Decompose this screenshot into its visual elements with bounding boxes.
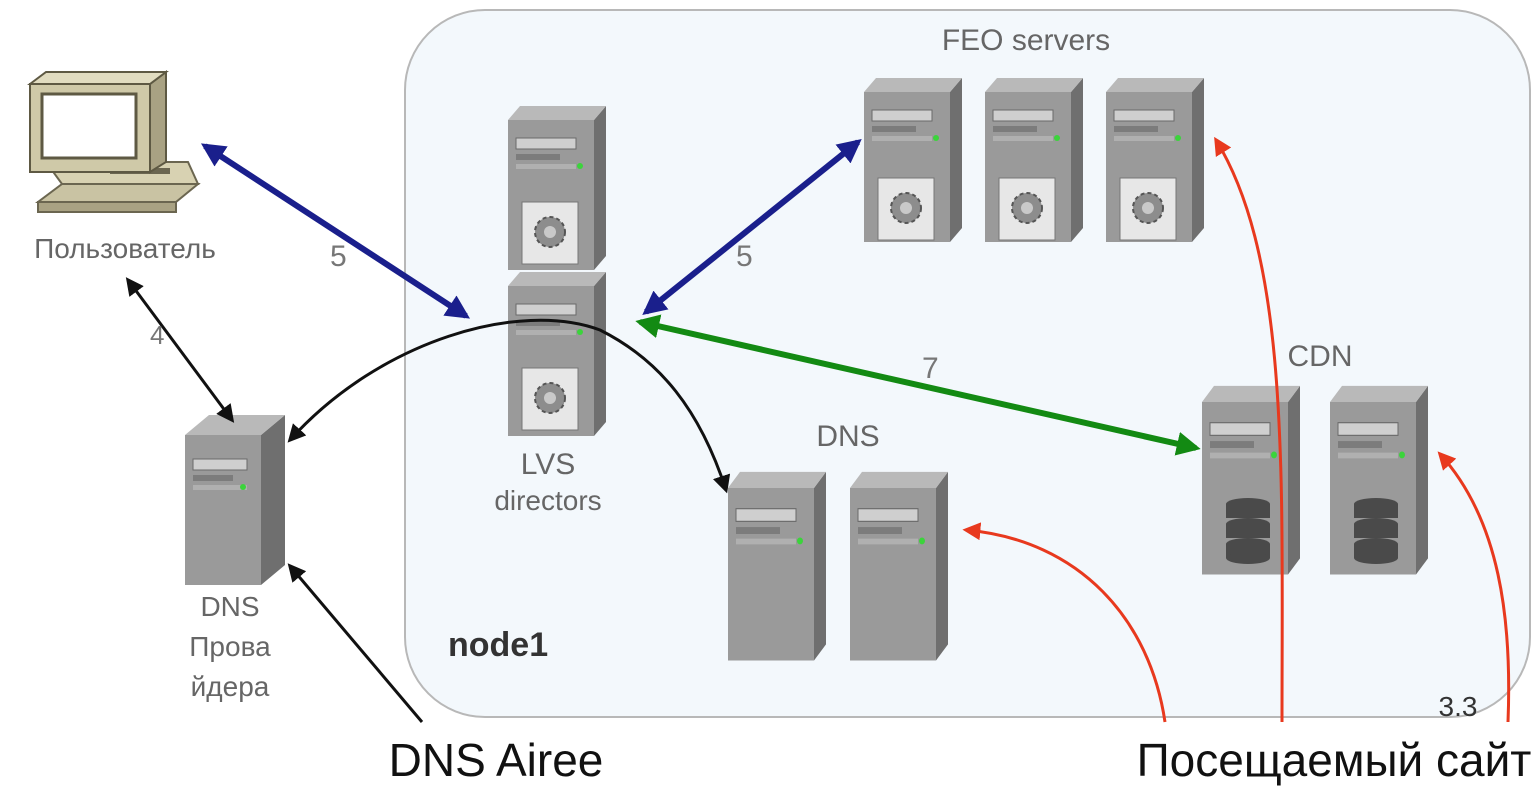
arrow-site-dns xyxy=(962,522,1167,723)
cdn-server-2 xyxy=(1329,385,1429,576)
lvs-director-top xyxy=(507,105,607,271)
arrow-lvs-cdn xyxy=(635,314,1201,456)
arrow-user-lvs xyxy=(200,143,471,319)
database-icon xyxy=(1226,498,1270,564)
database-icon xyxy=(1354,498,1398,564)
node-label-dns-provider-line2: Прова xyxy=(189,631,271,662)
cdn-server-1 xyxy=(1201,385,1301,576)
dns-server-2 xyxy=(849,471,949,662)
group-label-lvs-line2: directors xyxy=(494,485,601,516)
group-label-dns-cluster: DNS xyxy=(816,420,879,453)
arrow-site-feo xyxy=(1214,136,1284,723)
cluster-name: node1 xyxy=(448,626,548,664)
arrow-user-dns-provider xyxy=(125,277,235,423)
arrow-dns-airee-provider xyxy=(287,563,424,723)
dns-server-1 xyxy=(727,471,827,662)
gear-icon xyxy=(998,177,1056,241)
node-label-dns-provider-line3: йдера xyxy=(191,671,270,702)
group-label-feo: FEO servers xyxy=(942,24,1110,57)
group-label-lvs-line1: LVS xyxy=(521,448,575,481)
arrow-site-cdn xyxy=(1437,451,1511,723)
caption-dns-airee: DNS Airee xyxy=(389,734,604,786)
caption-visited-site: Посещаемый сайт xyxy=(1137,734,1532,786)
edge-label-lvs-feo: 5 xyxy=(736,240,753,273)
edge-label-user-dns: 4 xyxy=(150,320,164,350)
feo-server-1 xyxy=(863,77,963,243)
dns-provider-server xyxy=(185,415,285,585)
group-label-cdn: CDN xyxy=(1288,340,1353,373)
arrow-lvs-feo xyxy=(642,138,862,316)
gear-icon xyxy=(1119,177,1177,241)
node-label-user: Пользователь xyxy=(34,233,216,264)
feo-server-2 xyxy=(984,77,1084,243)
feo-server-3 xyxy=(1105,77,1205,243)
edge-label-user-lvs: 5 xyxy=(330,240,347,273)
gear-icon xyxy=(521,367,579,431)
edge-label-lvs-cdn: 7 xyxy=(922,352,939,385)
lvs-director-bottom xyxy=(507,271,607,437)
gear-icon xyxy=(521,201,579,265)
arrow-dns-provider-dns-cluster xyxy=(287,318,731,494)
gear-icon xyxy=(877,177,935,241)
cluster-corner-label: 3.3 xyxy=(1439,691,1478,722)
user-computer-icon xyxy=(27,70,201,213)
node-label-dns-provider-line1: DNS xyxy=(200,591,259,622)
